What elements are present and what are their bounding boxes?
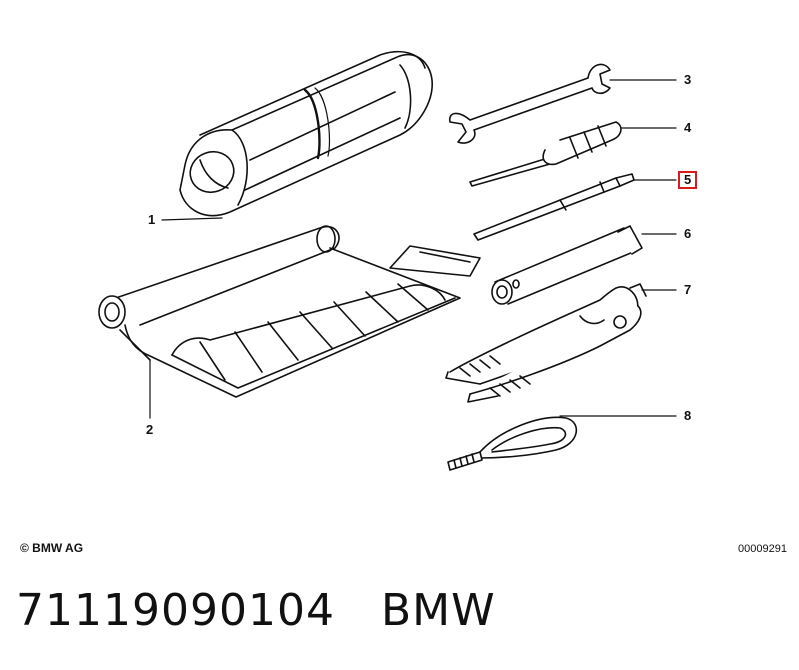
callout-3: 3 bbox=[684, 72, 692, 87]
rolled-tool-bag bbox=[179, 51, 433, 217]
callout-4: 4 bbox=[684, 120, 692, 135]
part-number: 71119090104 bbox=[16, 585, 335, 636]
tool-kit-diagram bbox=[98, 51, 677, 471]
open-end-wrench bbox=[448, 63, 611, 144]
drawing-number: 00009291 bbox=[738, 543, 787, 555]
callout-5-highlighted: 5 bbox=[678, 171, 698, 189]
callout-8: 8 bbox=[684, 408, 692, 423]
pliers bbox=[445, 283, 647, 403]
callout-6: 6 bbox=[684, 226, 692, 241]
brand-name: BMW bbox=[380, 585, 496, 636]
unrolled-tool-bag bbox=[98, 225, 481, 398]
callout-1: 1 bbox=[148, 212, 156, 227]
screwdriver bbox=[469, 121, 622, 187]
part-caption: 71119090104 BMW bbox=[16, 585, 496, 636]
callout-7: 7 bbox=[684, 282, 692, 297]
towing-eye bbox=[447, 416, 577, 471]
box-wrench bbox=[491, 225, 643, 305]
leader-line-1 bbox=[161, 217, 223, 221]
callout-2: 2 bbox=[146, 422, 154, 437]
screwdriver-bit bbox=[473, 173, 635, 241]
copyright-notice: © BMW AG bbox=[20, 541, 84, 555]
